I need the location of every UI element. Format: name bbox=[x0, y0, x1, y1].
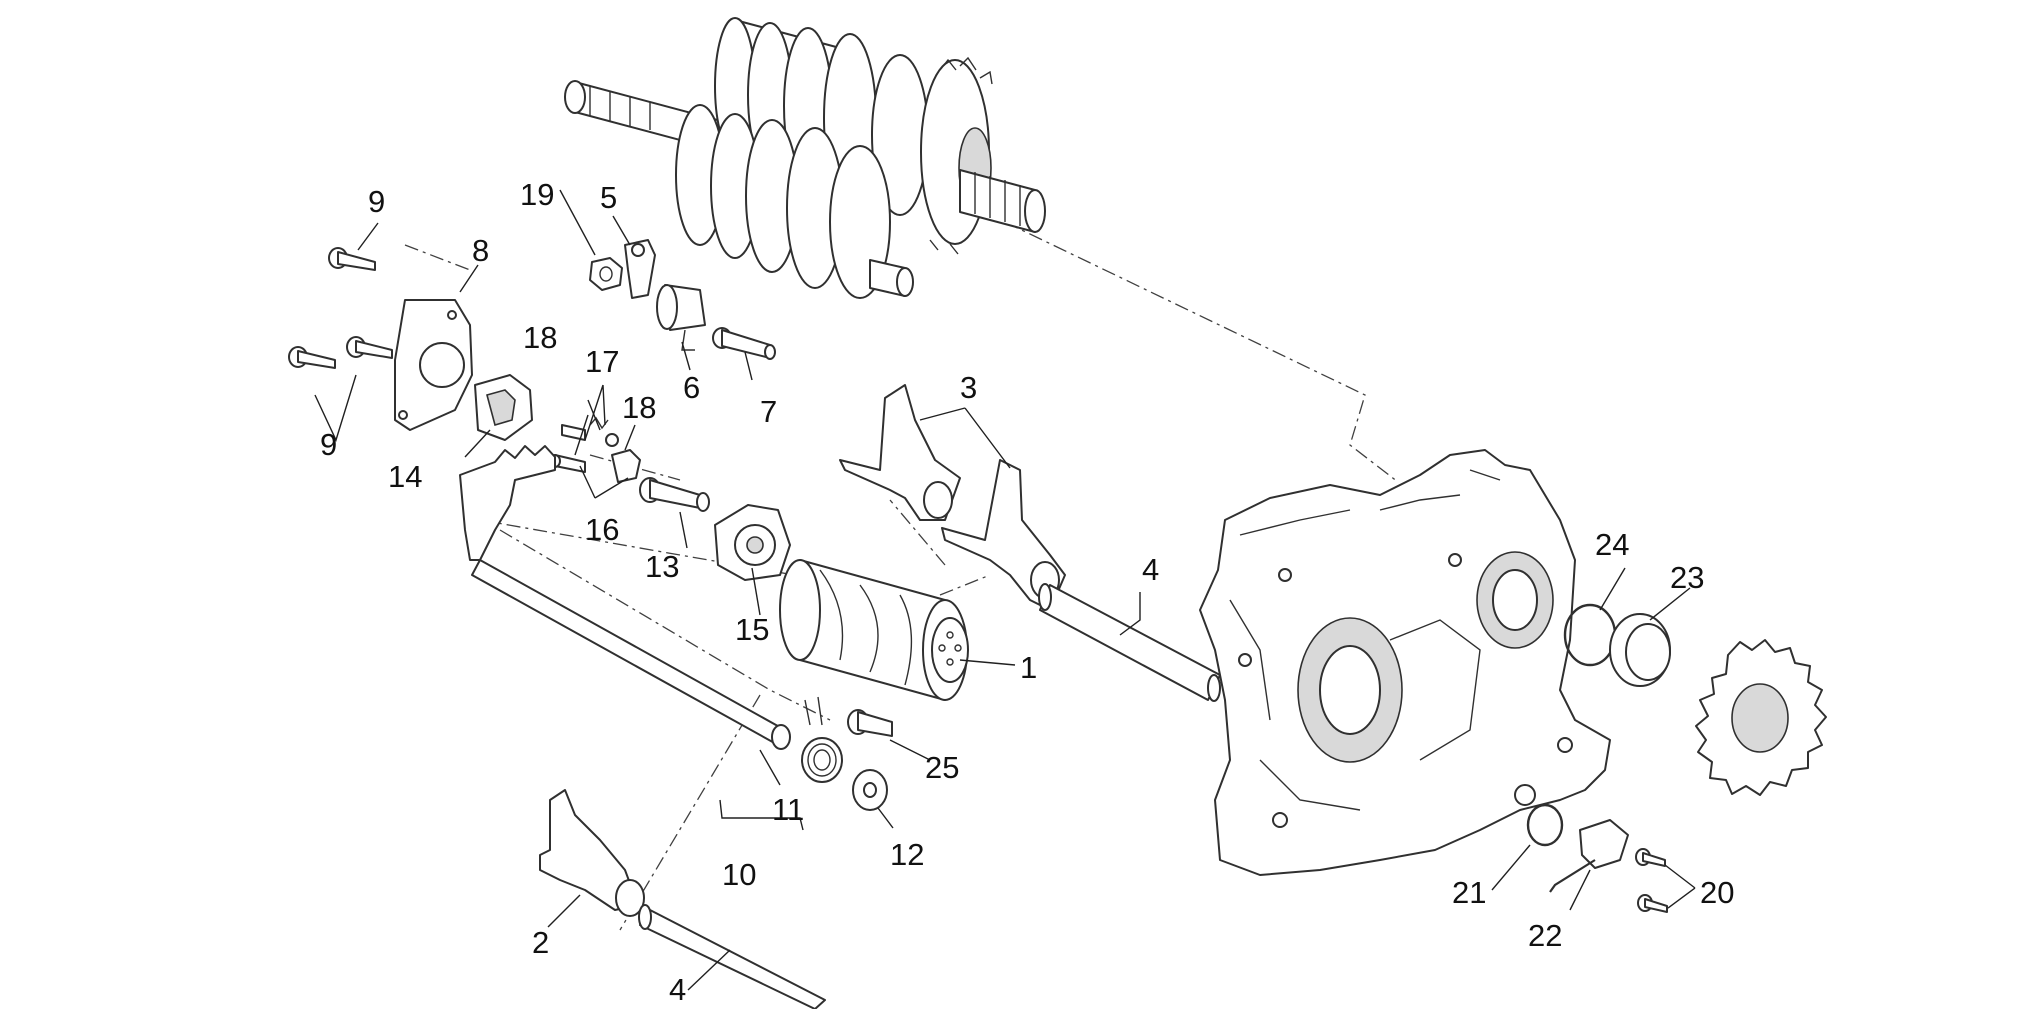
selector-fork-3-left bbox=[839, 384, 961, 521]
callout-8: 8 bbox=[472, 233, 489, 268]
callout-4-right: 4 bbox=[1142, 552, 1159, 587]
screw-9-left bbox=[288, 346, 336, 369]
callout-23: 23 bbox=[1670, 560, 1704, 595]
gearshift-shaft-10 bbox=[459, 445, 791, 750]
callout-3: 3 bbox=[960, 370, 977, 405]
callout-7: 7 bbox=[760, 394, 777, 429]
detent-spring-17 bbox=[589, 416, 619, 447]
retaining-plate-8 bbox=[394, 299, 473, 431]
screw-9-top bbox=[328, 247, 376, 271]
detent-pin-18-mid bbox=[561, 424, 586, 441]
pin-13 bbox=[639, 477, 710, 512]
callout-1: 1 bbox=[1020, 650, 1037, 685]
callout-18-mid: 18 bbox=[622, 390, 656, 425]
callout-22: 22 bbox=[1528, 918, 1562, 953]
return-spring-11 bbox=[801, 696, 843, 783]
callout-9-bottom: 9 bbox=[320, 427, 337, 462]
callout-21: 21 bbox=[1452, 875, 1486, 910]
oil-seal-23 bbox=[1609, 613, 1671, 687]
callout-14: 14 bbox=[388, 459, 422, 494]
fork-rod-4-right bbox=[1038, 583, 1221, 702]
crankcase-half bbox=[1199, 449, 1611, 876]
callout-10: 10 bbox=[722, 857, 756, 892]
callout-13: 13 bbox=[645, 549, 679, 584]
screw-20-top bbox=[1635, 848, 1666, 867]
callout-6: 6 bbox=[683, 370, 700, 405]
callout-4-bottom: 4 bbox=[669, 972, 686, 1007]
gear-sensor-22 bbox=[1549, 819, 1629, 893]
callout-12: 12 bbox=[890, 837, 924, 872]
callout-17: 17 bbox=[585, 344, 619, 379]
callout-20: 20 bbox=[1700, 875, 1734, 910]
callout-11: 11 bbox=[772, 792, 804, 827]
detent-block-16 bbox=[611, 449, 641, 483]
selector-cam-15 bbox=[714, 504, 791, 581]
washer-12 bbox=[852, 769, 888, 811]
callout-5: 5 bbox=[600, 180, 617, 215]
fork-rod-4-bottom bbox=[638, 904, 826, 1010]
bushing-with-spring-6 bbox=[656, 284, 706, 351]
callout-2: 2 bbox=[532, 925, 549, 960]
callout-9-top: 9 bbox=[368, 184, 385, 219]
o-ring-24 bbox=[1563, 603, 1617, 667]
screw-20-bottom bbox=[1637, 894, 1668, 913]
gearbox-shaft-assembly bbox=[564, 17, 1046, 299]
callout-16: 16 bbox=[585, 512, 619, 547]
callout-25: 25 bbox=[925, 750, 959, 785]
callout-18-top: 18 bbox=[523, 320, 557, 355]
screw-9-right bbox=[346, 336, 393, 359]
drive-sprocket bbox=[1695, 639, 1827, 796]
leader-lines bbox=[314, 189, 1696, 991]
callout-19: 19 bbox=[520, 177, 554, 212]
lock-washer-5 bbox=[624, 239, 656, 299]
nut-19 bbox=[589, 257, 623, 291]
callout-labels: 1 2 3 4 4 5 6 7 8 9 9 10 11 12 13 14 15 … bbox=[320, 177, 1734, 1007]
callout-24: 24 bbox=[1595, 527, 1629, 562]
pin-25 bbox=[847, 709, 893, 737]
selector-drum-1 bbox=[779, 559, 969, 701]
o-ring-21 bbox=[1526, 803, 1564, 847]
selector-indexer-14 bbox=[474, 374, 533, 441]
callout-15: 15 bbox=[735, 612, 769, 647]
pin-7 bbox=[712, 327, 776, 360]
selector-fork-2 bbox=[539, 789, 645, 917]
